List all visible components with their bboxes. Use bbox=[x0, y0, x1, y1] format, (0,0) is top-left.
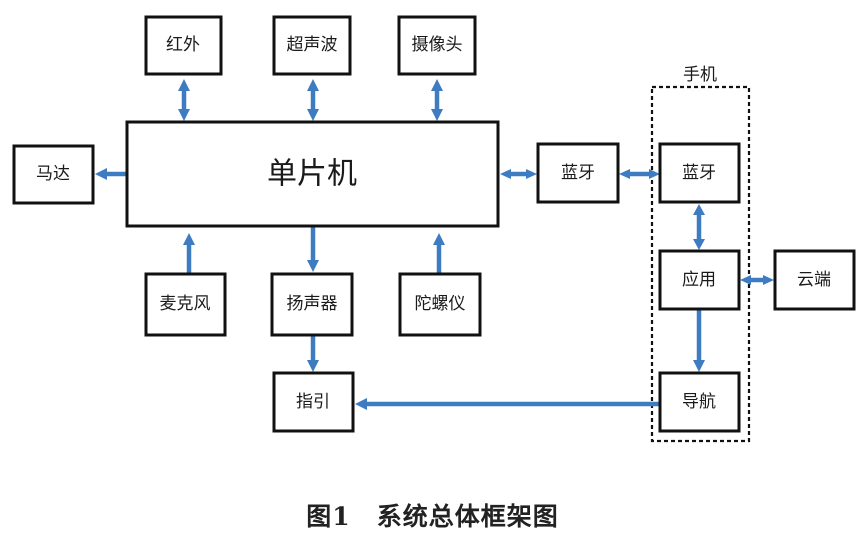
phone-bluetooth-node: 蓝牙 bbox=[658, 142, 741, 204]
connector-gyroscope-mcu bbox=[433, 233, 445, 273]
motor-label: 马达 bbox=[36, 164, 70, 184]
mcu-node: 单片机 bbox=[125, 120, 500, 228]
connector-app-navigation bbox=[693, 310, 705, 372]
navigation-label: 导航 bbox=[682, 392, 716, 412]
gyroscope-label: 陀螺仪 bbox=[415, 294, 466, 314]
bluetooth-module-node: 蓝牙 bbox=[536, 142, 620, 204]
phone-group-label: 手机 bbox=[683, 65, 717, 85]
connector-ultrasonic-mcu bbox=[307, 79, 319, 121]
microphone-label: 麦克风 bbox=[160, 294, 211, 314]
connectors bbox=[95, 79, 774, 410]
navigation-node: 导航 bbox=[658, 371, 741, 433]
phone-group-border bbox=[650, 85, 751, 443]
app-label: 应用 bbox=[682, 270, 716, 290]
connector-speaker-guide bbox=[307, 336, 319, 372]
cloud-node: 云端 bbox=[773, 249, 856, 311]
figure-caption: 图1 系统总体框架图 bbox=[306, 502, 559, 531]
cloud-label: 云端 bbox=[797, 270, 831, 290]
infrared-label: 红外 bbox=[166, 35, 200, 55]
camera-node: 摄像头 bbox=[397, 15, 477, 76]
system-architecture-diagram: 手机 bbox=[12, 15, 856, 443]
motor-node: 马达 bbox=[12, 144, 95, 205]
connector-mcu-speaker bbox=[307, 226, 319, 272]
camera-label: 摄像头 bbox=[412, 35, 463, 55]
connector-phone-bluetooth-app bbox=[693, 204, 705, 250]
connector-microphone-mcu bbox=[183, 233, 195, 273]
phone-bluetooth-label: 蓝牙 bbox=[682, 163, 716, 183]
ultrasonic-label: 超声波 bbox=[287, 35, 338, 55]
connector-mcu-motor bbox=[95, 168, 127, 180]
guide-label: 指引 bbox=[296, 392, 330, 412]
speaker-label: 扬声器 bbox=[287, 294, 338, 314]
connector-mcu-bluetooth bbox=[500, 169, 537, 179]
connector-infrared-mcu bbox=[178, 79, 190, 121]
speaker-node: 扬声器 bbox=[270, 272, 354, 337]
connector-camera-mcu bbox=[431, 79, 443, 121]
infrared-node: 红外 bbox=[144, 15, 223, 76]
connector-app-cloud bbox=[740, 275, 774, 285]
microphone-node: 麦克风 bbox=[144, 272, 227, 337]
gyroscope-node: 陀螺仪 bbox=[398, 272, 482, 337]
mcu-label: 单片机 bbox=[267, 157, 357, 192]
app-node: 应用 bbox=[658, 249, 741, 311]
connector-navigation-guide bbox=[355, 398, 660, 410]
ultrasonic-node: 超声波 bbox=[272, 15, 352, 76]
bluetooth-module-label: 蓝牙 bbox=[561, 163, 595, 183]
connector-bluetooth-phone-bluetooth bbox=[619, 169, 660, 179]
guide-node: 指引 bbox=[272, 371, 355, 433]
